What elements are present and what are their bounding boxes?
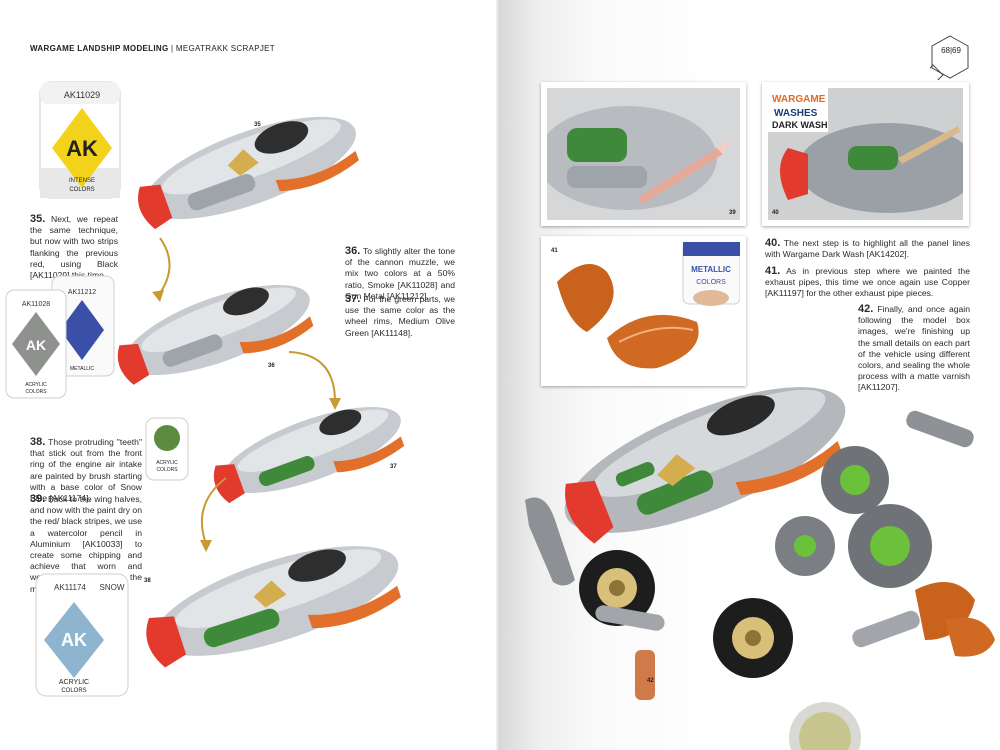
svg-text:COLORS: COLORS — [69, 187, 94, 193]
header-section: WARGAME LANDSHIP MODELING — [30, 44, 169, 53]
ship-photo-35: 35 — [120, 88, 380, 238]
left-page: WARGAME LANDSHIP MODELING | MEGATRAKK SC… — [2, 44, 455, 700]
svg-text:AK11028: AK11028 — [22, 301, 50, 308]
svg-text:AK: AK — [26, 337, 46, 353]
svg-text:COLORS: COLORS — [25, 389, 47, 395]
figure-number-35: 35 — [254, 122, 261, 128]
figure-number-40: 40 — [772, 210, 779, 216]
svg-text:AK: AK — [61, 630, 87, 650]
svg-text:COLORS: COLORS — [156, 467, 178, 473]
figure-number-37: 37 — [390, 464, 397, 470]
green-paint-bottle: ACRYLIC COLORS — [142, 414, 192, 484]
svg-text:INTENSE: INTENSE — [69, 178, 95, 184]
svg-text:AK11212: AK11212 — [68, 289, 96, 296]
snow-blue-paint-bottle: AK AK11174 SNOW ACRYLIC COLORS — [30, 570, 134, 700]
ship-photo-36: 36 — [104, 255, 330, 395]
header-separator: | — [168, 44, 176, 53]
photo-frame-41: METALLIC COLORS 41 — [541, 236, 746, 386]
arrow-36-to-37 — [288, 351, 341, 410]
paragraph-40: 40. The next step is to highlight all th… — [765, 237, 970, 260]
header-title: MEGATRAKK SCRAPJET — [175, 44, 275, 53]
paragraph-36: 36. To slightly alter the tone of the ca… — [345, 245, 455, 301]
figure-number-42: 42 — [647, 678, 654, 684]
paragraph-35: 35. Next, we repeat the same technique, … — [30, 213, 118, 281]
svg-text:DARK WASH: DARK WASH — [772, 120, 828, 130]
ship-photo-38: 38 — [126, 506, 426, 684]
figure-number-39: 39 — [729, 210, 736, 216]
figure-number-36: 36 — [268, 363, 275, 369]
paragraph-38: 38. Those protruding "teeth" that stick … — [30, 436, 142, 504]
paragraph-41: 41. As in previous step where we painted… — [765, 265, 970, 299]
svg-text:AK11174: AK11174 — [54, 583, 86, 592]
hexagon-page-marker-icon — [930, 35, 969, 80]
svg-text:METALLIC: METALLIC — [70, 366, 94, 372]
arrow-35-to-36 — [152, 237, 171, 302]
svg-text:ACRYLIC: ACRYLIC — [59, 679, 89, 686]
svg-text:ACRYLIC: ACRYLIC — [25, 382, 47, 388]
photo-frame-40: WARGAME WASHES DARK WASH 40 — [762, 82, 969, 226]
ship-photo-37: 37 — [200, 380, 422, 510]
svg-text:WASHES: WASHES — [774, 108, 818, 119]
running-header: WARGAME LANDSHIP MODELING | MEGATRAKK SC… — [30, 44, 275, 53]
photo-frame-39: 39 — [541, 82, 746, 226]
page-numbers: 68|69 — [941, 46, 961, 55]
svg-text:AK: AK — [66, 136, 98, 161]
figure-number-38: 38 — [144, 578, 151, 584]
arrow-37-to-38 — [200, 477, 227, 552]
paragraph-42: 42. Finally, and once again following th… — [858, 303, 970, 393]
smoke-and-gunmetal-bottles: AK11212 METALLIC AK AK11028 ACRYLIC COLO… — [2, 272, 122, 402]
svg-text:SNOW: SNOW — [100, 583, 125, 592]
black-paint-bottle: AK AK11029 INTENSE COLORS — [30, 78, 130, 204]
svg-text:COLORS: COLORS — [696, 279, 726, 286]
svg-text:METALLIC: METALLIC — [691, 265, 731, 274]
svg-text:ACRYLIC: ACRYLIC — [156, 460, 178, 466]
finished-model-photo-42: 42 — [505, 320, 1000, 750]
svg-text:COLORS: COLORS — [61, 688, 86, 694]
paragraph-37: 37. For the green parts, we use the same… — [345, 293, 455, 338]
black-bottle-label: AK11029 — [64, 90, 100, 100]
figure-number-41: 41 — [551, 248, 558, 254]
svg-text:WARGAME: WARGAME — [772, 94, 826, 105]
